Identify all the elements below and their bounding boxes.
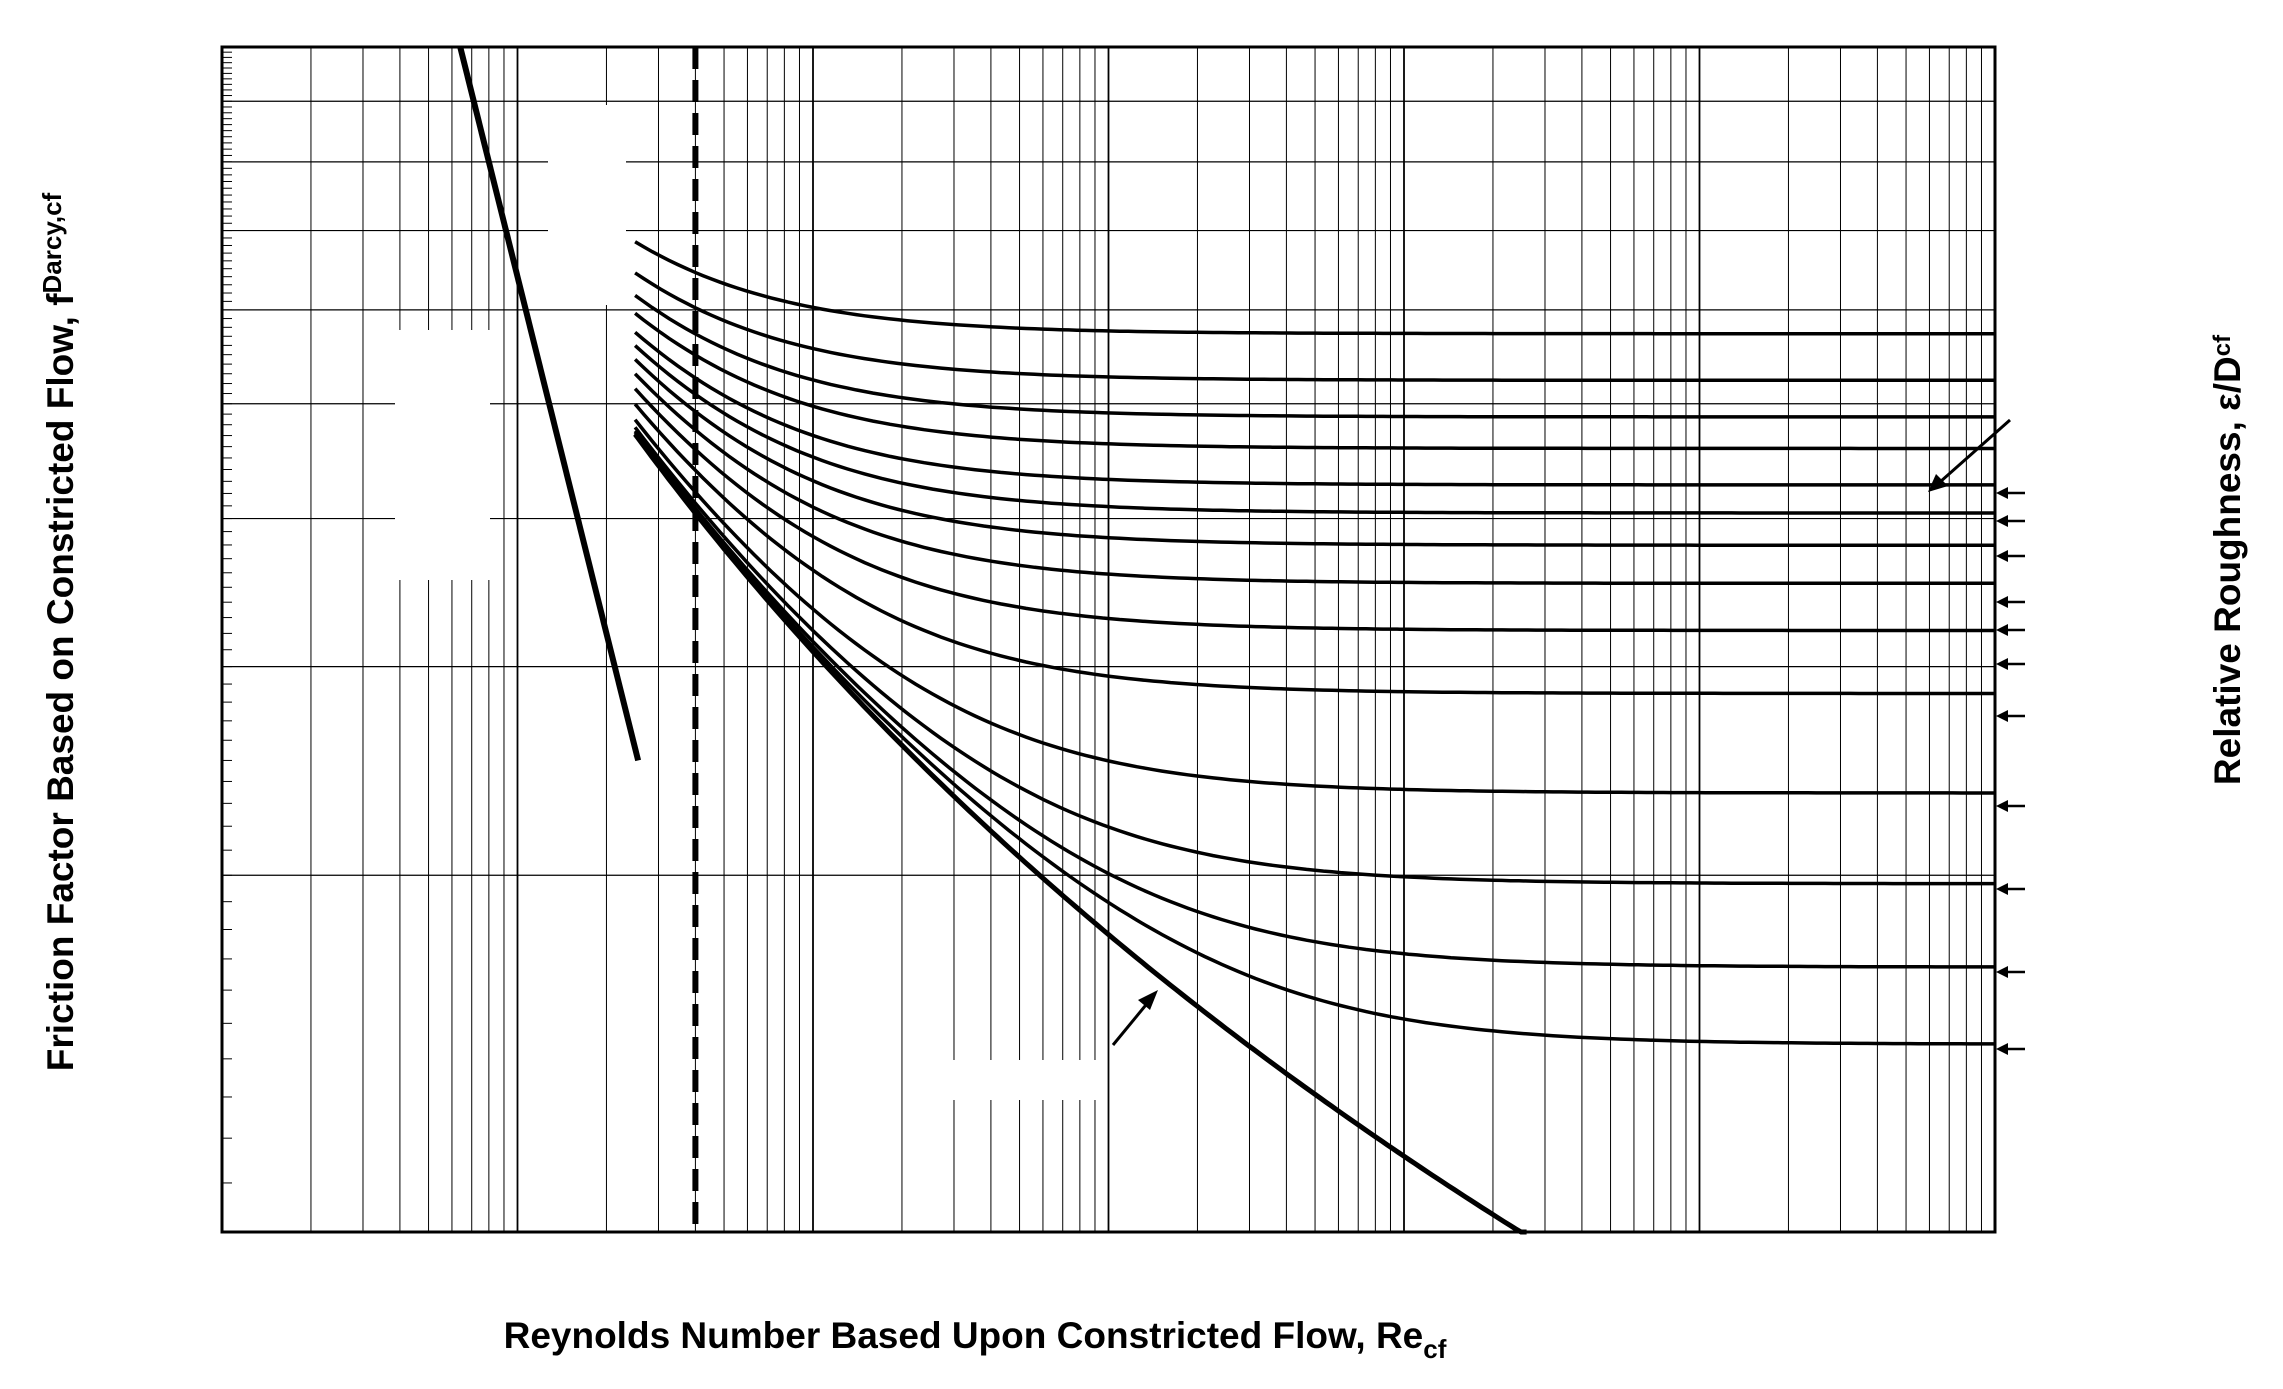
roughness-arrow-head: [1996, 596, 2008, 608]
roughness-curve: [633, 426, 1995, 886]
smooth-pipe-arrow-shaft: [1111, 999, 1152, 1046]
smooth-pipe-arrow-head: [1138, 990, 1158, 1010]
roughness-arrow-head: [1996, 624, 2008, 636]
transition-zone-label: [548, 105, 626, 305]
plot-frame: [220, 45, 1997, 1234]
roughness-curve: [634, 271, 1995, 383]
roughness-curve: [634, 240, 1995, 336]
roughness-arrow-head: [1996, 1043, 2008, 1055]
laminar-label: [395, 330, 490, 580]
roughness-arrow-head: [1996, 800, 2008, 812]
annotations: [395, 105, 2025, 1100]
grid-lines: [221, 46, 1995, 1233]
roughness-curve: [634, 311, 1995, 451]
roughness-arrow-head: [1996, 710, 2008, 722]
roughness-curve: [633, 418, 1995, 795]
x-axis-title: Reynolds Number Based Upon Constricted F…: [504, 1315, 1447, 1364]
roughness-arrow-head: [1996, 487, 2008, 499]
plateau-arrow-shaft: [1939, 418, 2011, 484]
laminar-flow-line: [457, 46, 642, 762]
y2-axis-title: Relative Roughness, ε/Dcf: [2207, 334, 2248, 785]
roughness-arrow-head: [1996, 550, 2008, 562]
roughness-arrow-head: [1996, 966, 2008, 978]
roughness-curve: [633, 372, 1995, 586]
transition-label-background: [548, 105, 626, 305]
roughness-arrow-head: [1996, 658, 2008, 670]
roughness-arrow-head: [1996, 515, 2008, 527]
plateau-arrow-head: [1928, 474, 1948, 492]
roughness-curve: [633, 429, 1995, 969]
roughness-curve: [633, 431, 1995, 1046]
roughness-curve: [633, 344, 1995, 515]
roughness-curve: [634, 293, 1995, 419]
roughness-curve: [633, 387, 1995, 633]
roughness-curve: [633, 402, 1995, 696]
roughness-curve: [633, 330, 1995, 487]
roughness-curves: [457, 46, 1995, 1235]
smooth-pipe-curve: [633, 432, 1527, 1235]
laminar-label-background: [395, 330, 490, 580]
y-axis-title: Friction Factor Based on Constricted Flo…: [37, 192, 81, 1071]
smooth-pipe-label-background: [920, 1060, 1100, 1100]
roughness-curve: [633, 358, 1995, 547]
roughness-arrow-head: [1996, 883, 2008, 895]
